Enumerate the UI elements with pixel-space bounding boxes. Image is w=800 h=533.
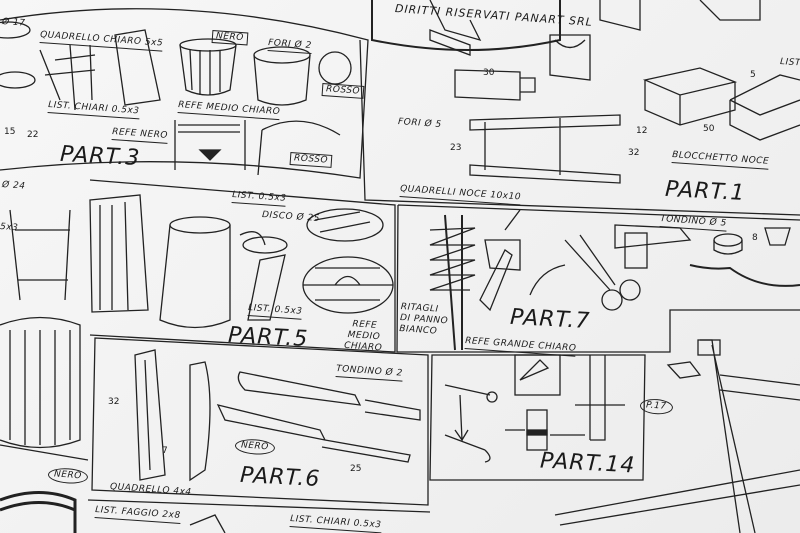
chair-frame-drawing (554, 339, 800, 533)
part-3-title: PART.3 (59, 141, 141, 172)
part-6-title: PART.6 (239, 462, 321, 493)
panel-border-part7 (396, 204, 800, 353)
dim-30: 30 (483, 68, 495, 78)
label-d17: Ø 17 (1, 17, 26, 29)
dim-5: 5 (750, 70, 756, 80)
dim-32: 32 (628, 148, 640, 158)
label-d24: Ø 24 (1, 180, 26, 192)
panel-border-part3 (0, 8, 369, 179)
label-nero: NERO (211, 30, 249, 46)
dim-32-part6: 32 (108, 397, 120, 407)
dim-22: 22 (27, 130, 39, 140)
dim-50: 50 (703, 124, 715, 134)
drawings-part7 (429, 209, 800, 351)
label-refe-medio-chiaro-part5: REFE MEDIO CHIARO (343, 319, 383, 354)
header-frame (371, 0, 561, 51)
label-list-right: LIST (779, 57, 800, 69)
bottom-drawings (189, 514, 226, 533)
dim-25: 25 (350, 464, 362, 474)
dim-12: 12 (636, 126, 648, 136)
dim-7: 7 (162, 446, 168, 456)
label-5x3: 5x3 (0, 222, 19, 234)
part-1-title: PART.1 (664, 176, 746, 207)
label-ritagli-panno: RITAGLI DI PANNO BIANCO (398, 302, 449, 337)
dim-15: 15 (4, 127, 16, 137)
part-14-title: PART.14 (539, 448, 636, 479)
left-drawings (0, 21, 149, 533)
part-7-title: PART.7 (509, 304, 591, 335)
drawings-part14 (444, 354, 625, 463)
panel-border-part14 (429, 354, 646, 481)
barrel-drawings-part3 (39, 29, 352, 176)
panel-border-part6 (91, 337, 429, 506)
chair-drawings-part1 (429, 0, 800, 184)
drawings-part5 (159, 208, 394, 329)
panel-border-part1 (359, 39, 800, 216)
drawings-part6 (134, 349, 421, 482)
panel-border-part5 (89, 179, 396, 353)
part-5-title: PART.5 (227, 322, 309, 353)
dim-23: 23 (450, 143, 462, 153)
dim-8: 8 (752, 233, 758, 243)
